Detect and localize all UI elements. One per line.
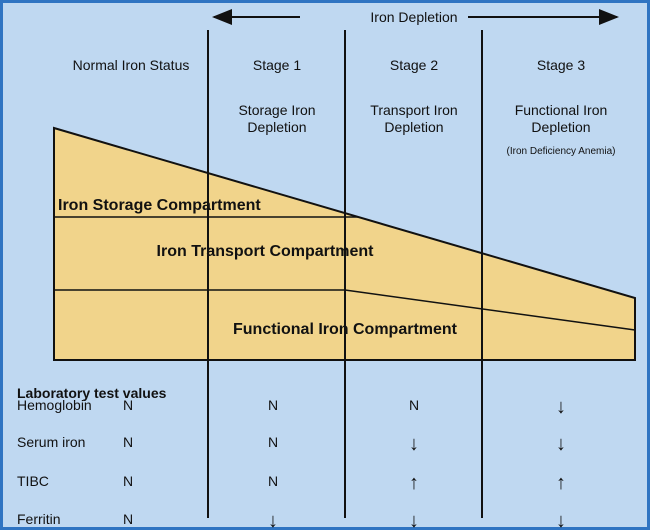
- stage-3-subtitle: Functional Iron: [515, 102, 608, 118]
- lab-test-name: TIBC: [17, 473, 49, 489]
- lab-test-name: Hemoglobin: [17, 397, 92, 413]
- decrease-arrow-icon: ↓: [556, 433, 566, 455]
- normal-value: N: [268, 473, 278, 489]
- increase-arrow-icon: ↑: [409, 472, 419, 494]
- decrease-arrow-icon: ↓: [409, 433, 419, 455]
- increase-arrow-icon: ↑: [556, 472, 566, 494]
- normal-status-title: Normal Iron Status: [73, 57, 190, 73]
- stage-1-subtitle-2: Depletion: [247, 119, 306, 135]
- storage-compartment-label: Iron Storage Compartment: [58, 197, 261, 214]
- stage-2-subtitle: Transport Iron: [370, 102, 457, 118]
- normal-value: N: [123, 397, 133, 413]
- lab-heading: Laboratory test values: [17, 385, 167, 401]
- normal-value: N: [268, 434, 278, 450]
- stage-2-title: Stage 2: [390, 57, 438, 73]
- normal-value: N: [123, 511, 133, 527]
- stage-1-title: Stage 1: [253, 57, 301, 73]
- stage-3-subtitle-2: Depletion: [531, 119, 590, 135]
- iron-depletion-label: Iron Depletion: [370, 9, 457, 25]
- decrease-arrow-icon: ↓: [556, 396, 566, 418]
- normal-value: N: [268, 397, 278, 413]
- stage-3-title: Stage 3: [537, 57, 585, 73]
- lab-test-name: Ferritin: [17, 511, 61, 527]
- decrease-arrow-icon: ↓: [409, 510, 419, 530]
- stage-2-subtitle-2: Depletion: [384, 119, 443, 135]
- normal-value: N: [123, 473, 133, 489]
- lab-test-name: Serum iron: [17, 434, 85, 450]
- transport-compartment-label: Iron Transport Compartment: [157, 243, 375, 260]
- decrease-arrow-icon: ↓: [556, 510, 566, 530]
- decrease-arrow-icon: ↓: [268, 510, 278, 530]
- normal-value: N: [123, 434, 133, 450]
- stage-1-subtitle: Storage Iron: [238, 102, 315, 118]
- normal-value: N: [409, 397, 419, 413]
- stage-3-note: (Iron Deficiency Anemia): [507, 146, 616, 157]
